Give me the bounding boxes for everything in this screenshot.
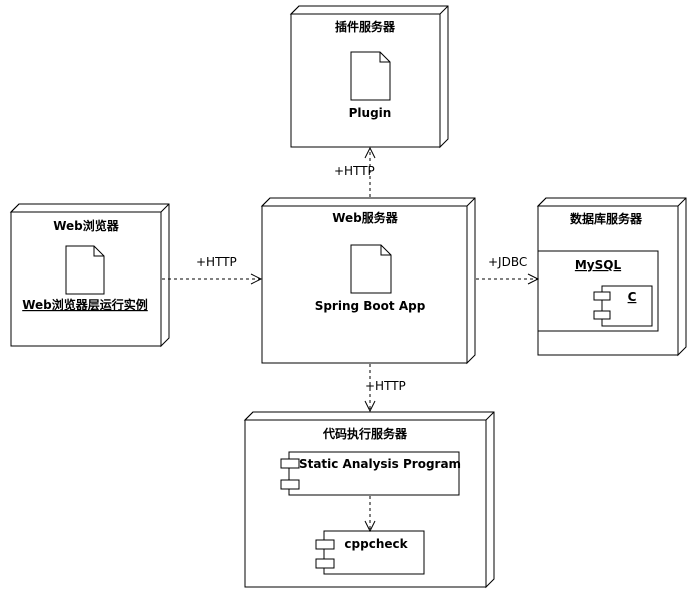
- edge-label: +HTTP: [334, 164, 375, 178]
- edge-label: +JDBC: [488, 255, 527, 269]
- node-title: Web浏览器: [53, 218, 120, 233]
- open-arrowhead-icon: [364, 146, 376, 159]
- edge-web-to-plugin[interactable]: +HTTP: [334, 146, 376, 197]
- component-port-icon: [280, 458, 300, 469]
- node-title: 数据库服务器: [570, 211, 643, 226]
- node-exec-server[interactable]: 代码执行服务器 Static Analysis Program cppcheck: [243, 411, 495, 589]
- component-port-icon: [315, 539, 335, 550]
- artifact-label: Plugin: [349, 106, 392, 120]
- component-static-analysis[interactable]: Static Analysis Program: [280, 451, 461, 496]
- component-cppcheck[interactable]: cppcheck: [315, 530, 425, 575]
- open-arrowhead-icon: [364, 400, 376, 413]
- component-port-icon: [315, 558, 335, 569]
- node-title: 代码执行服务器: [322, 426, 408, 441]
- artifact-label: Web浏览器层运行实例: [22, 297, 148, 312]
- open-arrowhead-icon: [364, 520, 376, 533]
- component-port-icon: [280, 479, 300, 490]
- node-plugin-server[interactable]: 插件服务器 Plugin: [289, 5, 449, 149]
- component-port-icon: [593, 291, 611, 301]
- node-browser[interactable]: Web浏览器 Web浏览器层运行实例: [9, 203, 170, 348]
- component-label: Static Analysis Program: [299, 457, 461, 471]
- node-web-server[interactable]: Web服务器 Spring Boot App: [260, 197, 476, 365]
- edge-browser-to-web[interactable]: +HTTP: [162, 255, 263, 285]
- component-label: C: [628, 290, 637, 304]
- edge-static-to-cppcheck[interactable]: [364, 496, 376, 533]
- edge-web-to-db[interactable]: +JDBC: [476, 255, 540, 285]
- component-label: cppcheck: [344, 537, 408, 551]
- database-label: MySQL: [575, 258, 622, 272]
- open-arrowhead-icon: [527, 273, 540, 285]
- node-title: Web服务器: [332, 210, 399, 225]
- component-c[interactable]: C: [593, 285, 653, 327]
- component-port-icon: [593, 310, 611, 320]
- node-db-server[interactable]: 数据库服务器 MySQL C: [536, 197, 687, 357]
- document-icon: [65, 245, 105, 295]
- edge-label: +HTTP: [365, 379, 406, 393]
- document-icon: [350, 51, 391, 101]
- node-title: 插件服务器: [335, 19, 396, 34]
- document-icon: [350, 244, 392, 294]
- edge-label: +HTTP: [196, 255, 237, 269]
- artifact-label: Spring Boot App: [315, 299, 426, 313]
- edge-web-to-exec[interactable]: +HTTP: [364, 364, 406, 413]
- open-arrowhead-icon: [250, 273, 263, 285]
